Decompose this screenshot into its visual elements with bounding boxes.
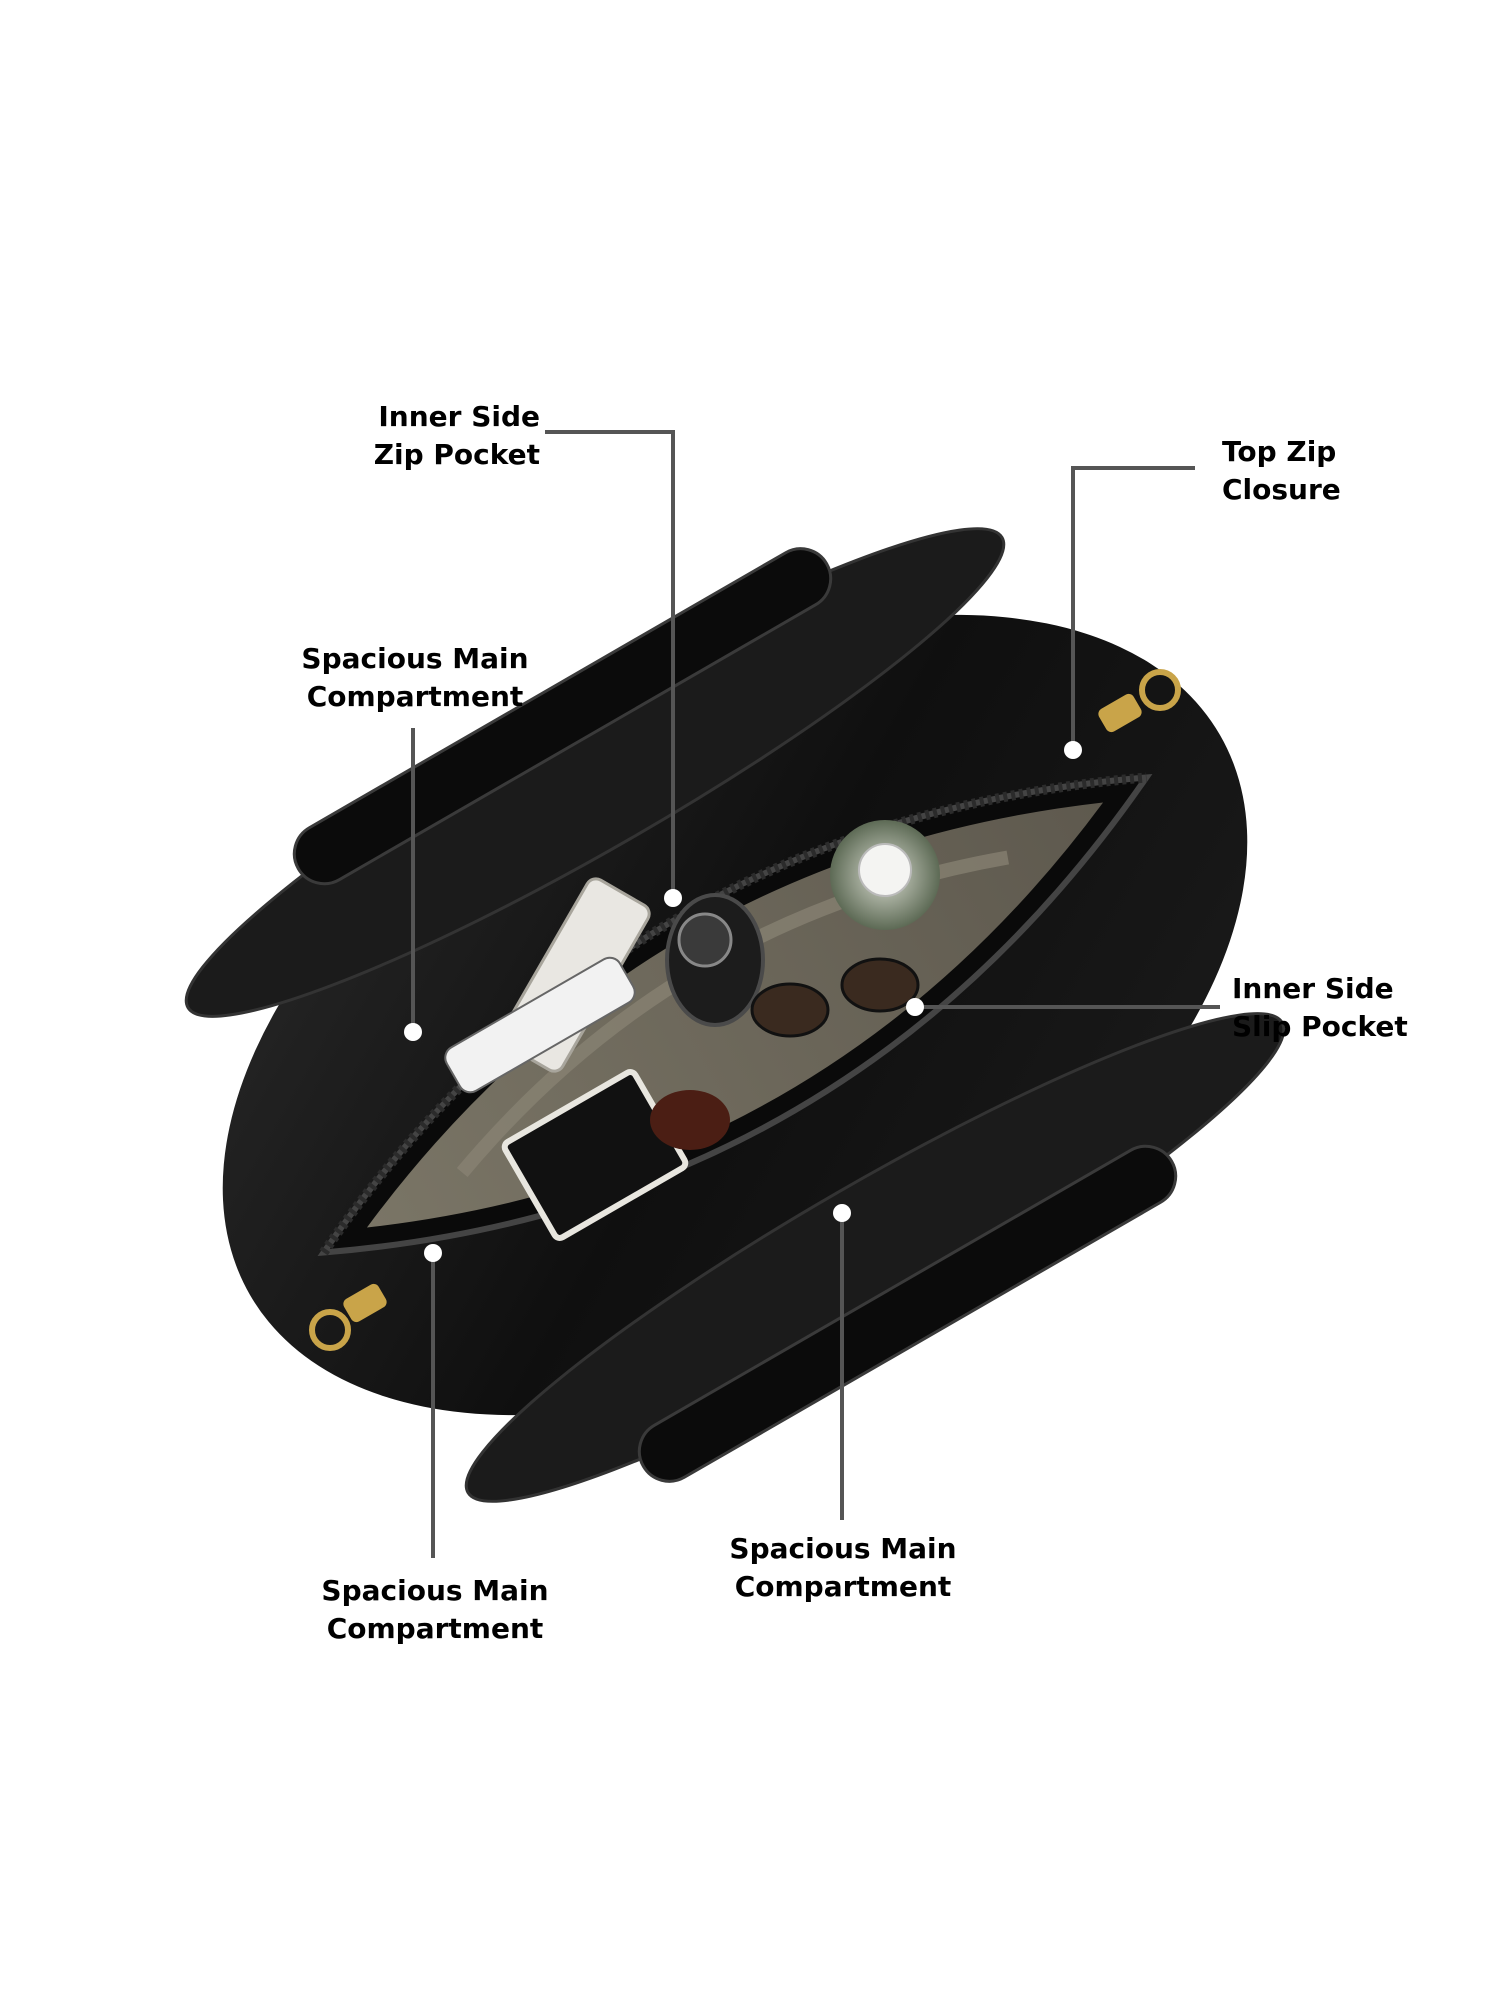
compact-emblem bbox=[677, 912, 733, 968]
gold-hardware bbox=[309, 669, 1181, 1351]
zipper-track bbox=[319, 772, 1147, 1256]
callout-main-compartment-left-line2: Compartment bbox=[306, 680, 524, 713]
handle-top bbox=[292, 547, 833, 886]
sunglasses-lens-left bbox=[750, 982, 830, 1038]
callout-main-compartment-bottom-left-line2: Compartment bbox=[326, 1612, 544, 1645]
callout-inner-slip-pocket-line1: Inner Side bbox=[1232, 972, 1394, 1005]
dot-main-left bbox=[404, 1023, 422, 1041]
dot-inner-zip-pocket bbox=[664, 889, 682, 907]
dot-inner-slip-pocket bbox=[906, 998, 924, 1016]
dot-top-zip-closure bbox=[1064, 741, 1082, 759]
callout-main-compartment-bottom-left: Spacious Main Compartment bbox=[300, 1572, 570, 1648]
leader-lines bbox=[411, 430, 1220, 1558]
red-bottle bbox=[650, 1090, 730, 1150]
d-ring-top bbox=[1139, 669, 1181, 711]
leader-inner-zip-pocket bbox=[545, 430, 675, 893]
callout-main-compartment-bottom-right-line1: Spacious Main bbox=[729, 1532, 957, 1565]
leader-top-zip-closure bbox=[1071, 466, 1195, 750]
sunglasses-lens-right bbox=[840, 957, 920, 1013]
callout-inner-zip-pocket: Inner Side Zip Pocket bbox=[320, 398, 540, 474]
bag-contents bbox=[444, 820, 940, 1241]
callout-top-zip-closure: Top Zip Closure bbox=[1222, 433, 1422, 509]
callout-main-compartment-left-line1: Spacious Main bbox=[301, 642, 529, 675]
callout-inner-slip-pocket: Inner Side Slip Pocket bbox=[1232, 970, 1462, 1046]
callout-inner-slip-pocket-line2: Slip Pocket bbox=[1232, 1010, 1408, 1043]
d-ring-bottom bbox=[309, 1309, 351, 1351]
star-pouch bbox=[444, 956, 636, 1094]
perfume-cap bbox=[858, 843, 912, 897]
callout-main-compartment-left: Spacious Main Compartment bbox=[285, 640, 545, 716]
callout-inner-zip-pocket-line2: Zip Pocket bbox=[373, 438, 540, 471]
callout-top-zip-closure-line2: Closure bbox=[1222, 473, 1341, 506]
callout-top-zip-closure-line1: Top Zip bbox=[1222, 435, 1337, 468]
strap-clip-bottom bbox=[343, 1283, 387, 1323]
callout-main-compartment-bottom-right: Spacious Main Compartment bbox=[708, 1530, 978, 1606]
callout-dots bbox=[404, 741, 1082, 1262]
callout-main-compartment-bottom-right-line2: Compartment bbox=[734, 1570, 952, 1603]
callout-inner-zip-pocket-line1: Inner Side bbox=[378, 400, 540, 433]
dot-main-bottom-right bbox=[833, 1204, 851, 1222]
strap-clip-top bbox=[1098, 693, 1142, 733]
dot-main-bottom-left bbox=[424, 1244, 442, 1262]
handle-bottom bbox=[637, 1144, 1178, 1483]
callout-main-compartment-bottom-left-line1: Spacious Main bbox=[321, 1574, 549, 1607]
